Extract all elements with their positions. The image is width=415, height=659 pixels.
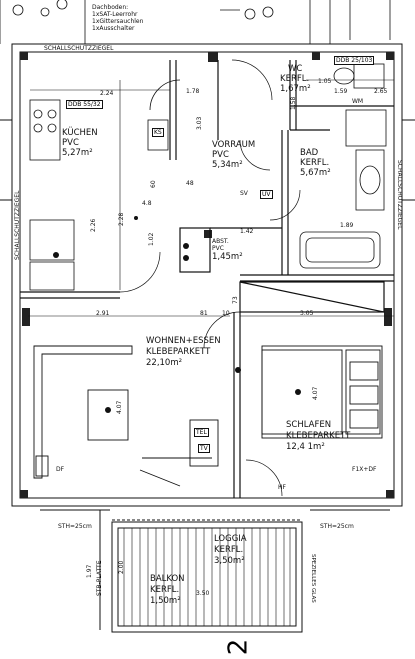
storage-floor: PVC [212,245,224,252]
dim-197: 1.97 [86,564,93,578]
wall-label-left: SCHALLSCHUTZZIEGEL [14,190,21,260]
dim-73: 73 [232,296,239,304]
dim-10: 10 [222,310,230,317]
tag-sv: SV [240,190,248,197]
bedroom-area: 12,4 1m² [286,442,325,452]
dim-102: 1.02 [148,232,155,246]
kitchen-name: KÜCHEN [62,128,98,138]
dim-265: 2.65 [374,88,388,95]
bedroom-floor: KLEBEPARKETT [286,431,351,441]
tag-tel: TEL [194,428,209,437]
dim-224: 2.24 [100,90,114,97]
hall-floor: PVC [212,150,229,160]
tag-wm: WM [352,98,364,105]
loggia-area: 3,50m² [214,556,245,566]
wc-floor: KERFL. [280,74,310,84]
note-line-1: Dachboden: [92,4,129,11]
dim-291: 2.91 [96,310,110,317]
living-name: WOHNEN+ESSEN [146,336,221,346]
storage-area: 1,45m² [212,252,243,262]
tag-tv: TV [198,444,210,453]
living-area: 22,10m² [146,358,183,368]
dim-303: 3.03 [196,116,203,130]
tag-ddb1: DDB 55/32 [66,100,103,109]
dim-81: 81 [200,310,208,317]
dim-178: 1.78 [186,88,200,95]
dim-407a: 4.07 [116,400,123,414]
dim-159: 1.59 [334,88,348,95]
balcony-name: BALKON [150,574,185,584]
tag-ks: KS [152,128,164,137]
bath-floor: KERFL. [300,158,330,168]
note-line-4: 1xAusschalter [92,25,135,32]
stb-platte: STB-PLATTE [96,560,103,596]
dim-60: 60 [150,180,157,188]
dim-305: 3.05 [300,310,314,317]
sth-right: STH=25cm [320,523,354,530]
sth-left: STH=25cm [58,523,92,530]
bedroom-name: SCHLAFEN [286,420,332,430]
balcony-area: 1,50m² [150,596,181,606]
balcony-floor: KERFL. [150,585,180,595]
kitchen-floor: PVC [62,138,79,148]
tag-hf1: HF [278,484,286,491]
hall-name: VORRAUM [212,140,256,150]
wc-area: 1,67m² [280,84,311,94]
kitchen-area: 5,27m² [62,148,93,158]
bath-area: 5,67m² [300,168,331,178]
storage-name: ABST. [212,238,229,245]
special-glass: SPEZIELLES GLAS [310,554,316,603]
dim-48: 48 [186,180,194,187]
wc-name: WC [288,64,303,74]
wall-label-right: SCHALLSCHUTZZIEGEL [396,160,403,230]
dim-350: 3.50 [196,590,210,597]
dim-189: 1.89 [340,222,354,229]
note-line-2: 1xSAT-Leerrohr [92,11,138,18]
dim-158: 1.58 [290,96,297,110]
outer-wall-outline [11,43,403,507]
dim-105: 1.05 [318,78,332,85]
dim-226: 2.26 [90,218,97,232]
tag-uv: UV [260,190,273,199]
tag-df: DF [56,466,65,473]
bath-name: BAD [300,148,319,158]
note-line-3: 1xGittersauchlen [92,18,144,25]
loggia-name: LOGGIA [214,534,247,544]
dim-142: 1.42 [240,228,254,235]
tag-ddb2: DDB 25/103 [334,56,375,65]
tag-ftv: F1X+DF [352,466,377,473]
wall-label-top: SCHALLSCHUTZZIEGEL [44,45,114,52]
loggia-floor: KERFL. [214,545,244,555]
hall-area: 5,34m² [212,160,243,170]
dim-228: 2.28 [118,212,125,226]
dim-407b: 4.07 [312,386,319,400]
dim-48b: 4.8 [142,200,152,207]
floor-number: 2 [223,638,254,656]
dim-200: 2.00 [118,560,125,574]
living-floor: KLEBEPARKETT [146,347,211,357]
